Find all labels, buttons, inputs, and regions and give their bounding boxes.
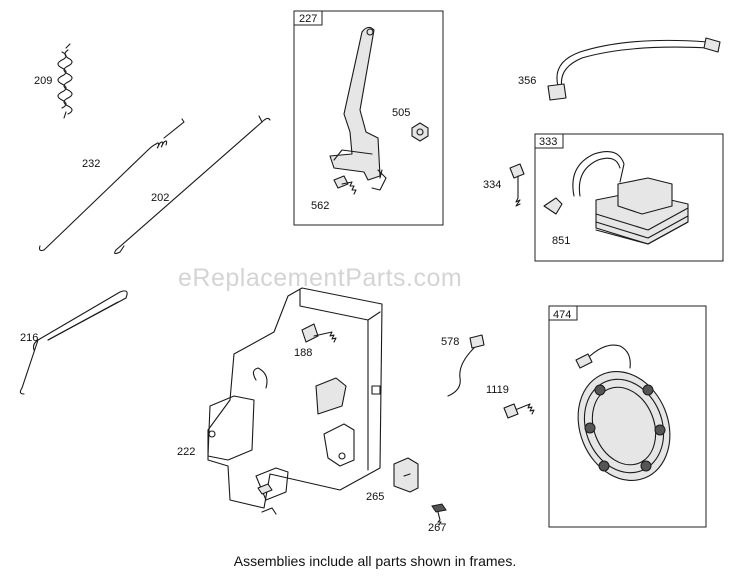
part-209-spring[interactable] <box>57 43 73 119</box>
callout-1119: 1119 <box>486 384 509 396</box>
callout-209: 209 <box>34 75 52 87</box>
callout-851: 851 <box>552 235 570 247</box>
part-505-nut[interactable] <box>411 122 429 142</box>
part-265-clip[interactable] <box>393 457 419 493</box>
assembly-caption: Assemblies include all parts shown in fr… <box>233 553 517 569</box>
part-267-screw[interactable] <box>431 503 447 526</box>
callout-562: 562 <box>311 200 329 212</box>
callout-222: 222 <box>177 446 195 458</box>
callout-232: 232 <box>82 158 100 170</box>
frame-333: 333 <box>534 133 724 262</box>
part-562-screw[interactable] <box>333 175 357 195</box>
part-222-control-bracket[interactable] <box>207 287 383 515</box>
part-474-alternator[interactable] <box>562 344 686 494</box>
part-202-link-rod[interactable] <box>114 115 271 255</box>
part-578-stop-switch-wire[interactable] <box>447 334 485 397</box>
part-188-screw[interactable] <box>301 323 337 343</box>
frame-label-333: 333 <box>539 136 557 148</box>
callout-267: 267 <box>428 522 446 534</box>
part-232-governor-rod[interactable] <box>38 118 185 252</box>
callout-188: 188 <box>294 347 312 359</box>
callout-216: 216 <box>20 332 38 344</box>
frame-227: 227 <box>293 10 444 226</box>
callout-202: 202 <box>151 192 169 204</box>
part-227-throttle-lever[interactable] <box>329 26 387 191</box>
callout-265: 265 <box>366 491 384 503</box>
callout-334: 334 <box>483 179 501 191</box>
callout-356: 356 <box>518 75 536 87</box>
callout-505: 505 <box>392 107 410 119</box>
frame-label-474: 474 <box>553 309 571 321</box>
watermark-text: eReplacementParts.com <box>178 264 462 292</box>
frame-label-227: 227 <box>299 13 317 25</box>
part-356-ground-wire[interactable] <box>547 37 721 101</box>
part-333-armature[interactable] <box>543 151 689 245</box>
callout-578: 578 <box>441 336 459 348</box>
part-1119-screw[interactable] <box>503 403 535 419</box>
part-216-choke-link[interactable] <box>19 290 128 395</box>
part-334-screw[interactable] <box>509 163 525 207</box>
frame-474: 474 <box>548 305 707 528</box>
